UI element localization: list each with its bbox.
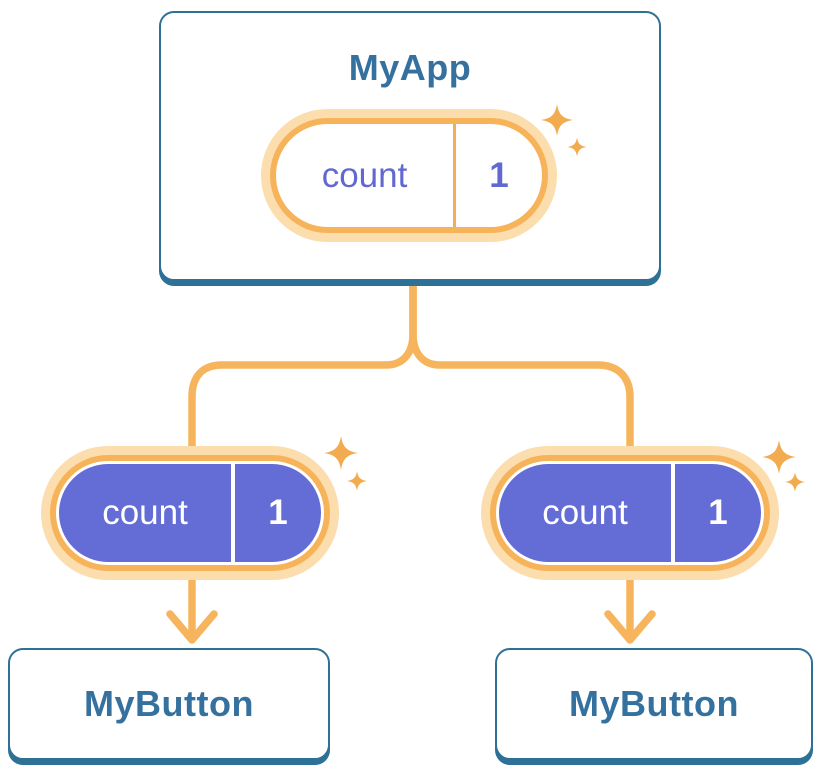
prop-pill-right: count 1 xyxy=(490,455,770,571)
sparkle-small-icon xyxy=(347,471,367,491)
arrowhead-down-right-icon xyxy=(604,610,656,644)
state-pill: count 1 xyxy=(270,118,548,233)
state-value-label: 1 xyxy=(453,124,542,227)
prop-value-label: 1 xyxy=(231,464,321,562)
sparkle-icon xyxy=(324,436,358,470)
sparkle-icon xyxy=(762,440,796,474)
arrowhead-down-left-icon xyxy=(166,610,218,644)
component-title: MyButton xyxy=(569,683,739,724)
component-title: MyApp xyxy=(348,47,472,88)
component-title: MyButton xyxy=(84,683,254,724)
prop-value-label: 1 xyxy=(671,464,761,562)
mybutton-component-card-right: MyButton xyxy=(495,648,813,760)
mybutton-component-card-left: MyButton xyxy=(8,648,330,760)
state-name-label: count xyxy=(321,155,408,195)
prop-name-label: count xyxy=(542,493,628,532)
sparkle-small-icon xyxy=(785,472,805,492)
prop-pill-left: count 1 xyxy=(50,455,330,571)
prop-name-label: count xyxy=(102,493,188,532)
